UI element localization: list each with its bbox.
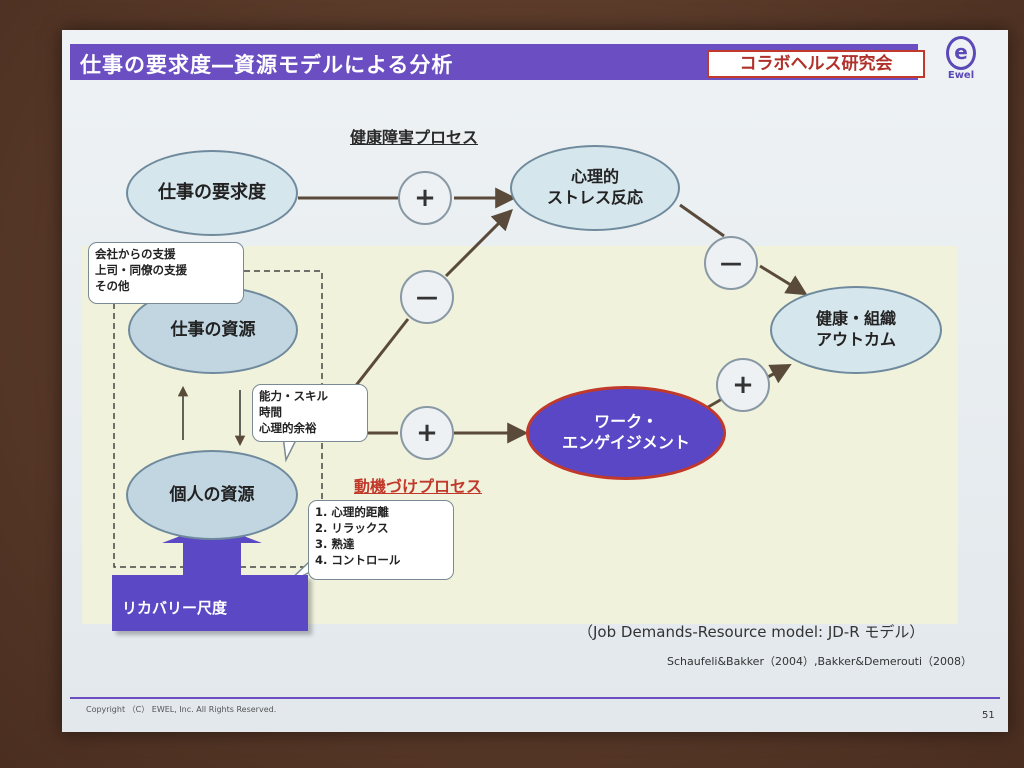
arrow-minus-to-stress <box>444 209 513 278</box>
callout-recovery-item: 1. 心理的距離 <box>315 505 389 519</box>
motivation-process-label: 動機づけプロセス <box>354 477 483 496</box>
callout-recovery: 1. 心理的距離 2. リラックス 3. 熟達 4. コントロール <box>308 500 454 580</box>
sign-demands-to-stress: + <box>398 171 452 225</box>
health-process-label: 健康障害プロセス <box>350 128 479 147</box>
sign-resources-to-engagement: + <box>400 406 454 460</box>
ewel-logo-icon: e <box>946 36 976 70</box>
footer-divider <box>70 697 1000 699</box>
callout-job-item: その他 <box>95 279 130 293</box>
arrow-stress-to-minus <box>679 203 725 238</box>
personal-resources-node: 個人の資源 <box>126 450 298 540</box>
callout-recovery-item: 4. コントロール <box>315 553 401 567</box>
copyright-text: Copyright （C） EWEL, Inc. All Rights Rese… <box>86 705 277 714</box>
callout-personal-item: 能力・スキル <box>259 389 328 403</box>
recovery-scale-box: リカバリー尺度 <box>112 575 308 631</box>
stress-response-node: 心理的ストレス反応 <box>510 145 680 231</box>
ewel-logo: e Ewel <box>936 36 986 88</box>
authors-reference: Schaufeli&Bakker（2004）,Bakker&Demerouti（… <box>667 655 973 668</box>
arrow-plus-to-outcomes <box>765 363 792 384</box>
job-resources-label: 仕事の資源 <box>170 319 256 340</box>
callout-job-item: 会社からの支援 <box>95 247 176 261</box>
job-demands-node: 仕事の要求度 <box>126 150 298 236</box>
callout-job-item: 上司・同僚の支援 <box>95 263 187 277</box>
stress-response-label-1: 心理的 <box>570 167 619 187</box>
callout-recovery-item: 3. 熟達 <box>315 537 355 551</box>
org-badge: コラボヘルス研究会 <box>707 50 925 78</box>
outcomes-node: 健康・組織アウトカム <box>770 286 942 374</box>
callout-personal-item: 心理的余裕 <box>259 421 317 435</box>
engagement-label-2: エンゲイジメント <box>562 433 690 452</box>
callout-job-resources: 会社からの支援 上司・同僚の支援 その他 <box>88 242 244 304</box>
recovery-scale-label: リカバリー尺度 <box>122 599 228 617</box>
outcomes-label-2: アウトカム <box>815 330 896 349</box>
arrow-resources-to-minus <box>352 318 410 389</box>
callout-personal-item: 時間 <box>259 405 282 419</box>
personal-resources-label: 個人の資源 <box>169 484 255 505</box>
logo-text: Ewel <box>947 70 975 81</box>
sign-engagement-to-outcomes: + <box>716 358 770 412</box>
engagement-label-1: ワーク・ <box>594 412 658 432</box>
slide-title: 仕事の要求度―資源モデルによる分析 <box>80 53 454 77</box>
arrow-minus-to-outcomes <box>759 264 808 296</box>
sign-stress-to-outcomes: － <box>704 236 758 290</box>
callout-personal-resources: 能力・スキル 時間 心理的余裕 <box>252 384 368 442</box>
stress-response-label-2: ストレス反応 <box>546 188 643 207</box>
page-number: 51 <box>982 710 995 721</box>
model-citation: （Job Demands-Resource model: JD-R モデル） <box>578 623 925 641</box>
job-demands-label: 仕事の要求度 <box>158 182 266 204</box>
callout-recovery-item: 2. リラックス <box>315 521 389 535</box>
outcomes-label-1: 健康・組織 <box>815 309 896 329</box>
sign-resources-to-stress: － <box>400 270 454 324</box>
work-engagement-node: ワーク・エンゲイジメント <box>526 386 726 480</box>
slide: 仕事の要求度―資源モデルによる分析 コラボヘルス研究会 e Ewel <box>62 30 1008 732</box>
